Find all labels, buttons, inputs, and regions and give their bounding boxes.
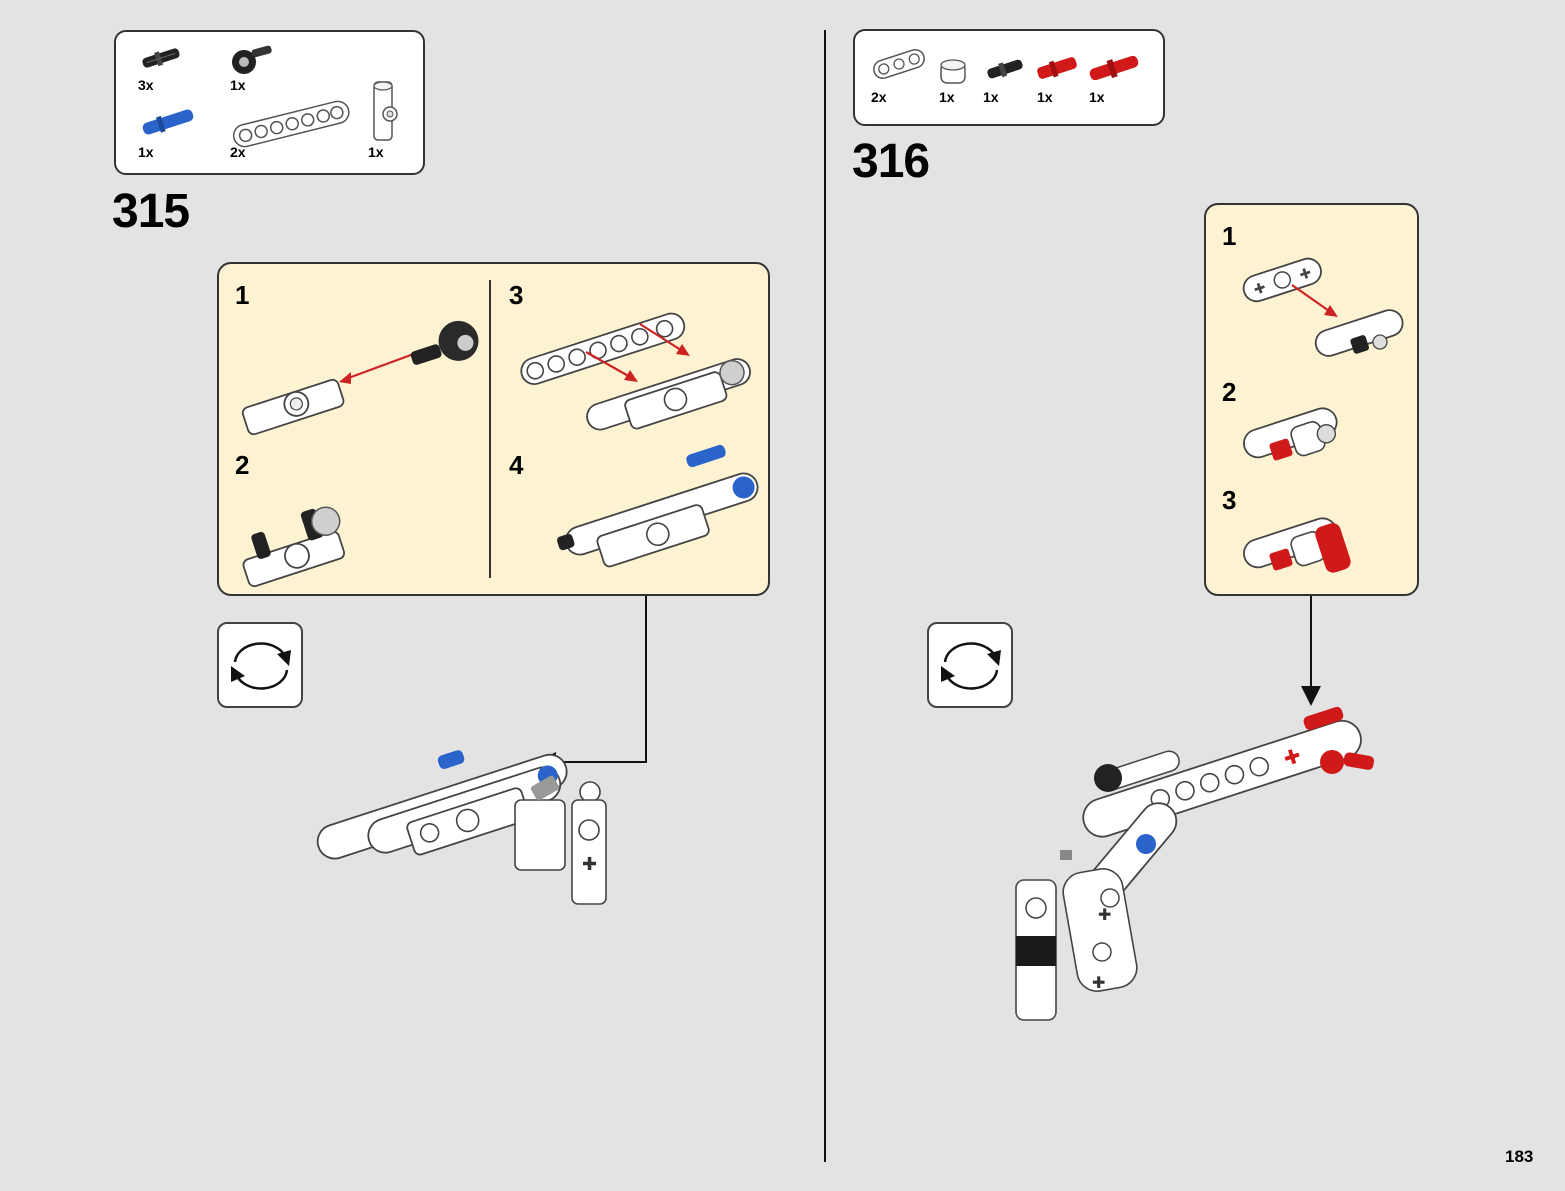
black-angle-connector-icon — [232, 45, 272, 74]
white-beam-3-icon — [873, 48, 925, 80]
substep-2-illustration — [1243, 407, 1338, 461]
part-qty: 1x — [138, 144, 154, 160]
substep-3-illustration — [520, 312, 751, 431]
substep-number: 4 — [509, 450, 524, 480]
part-qty: 1x — [368, 144, 384, 160]
step-number: 315 — [112, 185, 190, 238]
substep-number: 1 — [1222, 221, 1237, 251]
red-long-pin-icon — [1089, 55, 1139, 81]
panel-divider — [489, 280, 491, 578]
svg-text:✚: ✚ — [1281, 743, 1304, 771]
white-cross-block-icon — [373, 81, 398, 141]
blue-axle-pin-icon — [142, 109, 194, 135]
black-pin-icon — [142, 48, 180, 68]
svg-text:✚: ✚ — [1092, 973, 1105, 992]
white-bush-icon — [940, 59, 966, 84]
model-assembly-315: ✚ — [316, 750, 607, 905]
substep-number: 2 — [1222, 377, 1237, 407]
rotate-arrows-icon — [231, 642, 291, 690]
svg-text:✚: ✚ — [1252, 280, 1268, 299]
substep-number: 3 — [509, 280, 524, 310]
part-qty: 1x — [230, 77, 246, 93]
rotate-model-button[interactable] — [927, 622, 1013, 708]
step-number: 316 — [852, 135, 930, 188]
substep-panel-315: 1 2 3 4 — [217, 262, 770, 596]
white-beam-7-icon — [232, 100, 350, 148]
substep-1-illustration — [241, 320, 479, 436]
red-axle-pin-icon — [1037, 57, 1077, 79]
parts-list-315: 3x 1x 1x 2x 1x — [114, 30, 425, 175]
part-qty: 2x — [871, 89, 887, 105]
substep-2-illustration — [242, 506, 346, 588]
parts-list-316: 2x 1x 1x 1x 1x — [853, 29, 1165, 126]
part-qty: 1x — [983, 89, 999, 105]
page-number: 183 — [1505, 1147, 1534, 1166]
substep-1-illustration: ✚ ✚ — [1242, 257, 1404, 357]
substep-3-illustration — [1243, 517, 1351, 573]
svg-text:✚: ✚ — [582, 854, 597, 875]
substep-4-illustration — [557, 444, 759, 568]
part-qty: 1x — [1089, 89, 1105, 105]
model-assembly-316: ✚ ✚ ✚ — [1015, 706, 1375, 1021]
rotate-model-button[interactable] — [217, 622, 303, 708]
substep-number: 3 — [1222, 485, 1237, 515]
substep-number: 2 — [235, 450, 250, 480]
part-qty: 2x — [230, 144, 246, 160]
svg-text:✚: ✚ — [1298, 265, 1314, 284]
svg-text:✚: ✚ — [1098, 905, 1111, 924]
black-pin-icon — [987, 59, 1023, 79]
part-qty: 1x — [939, 89, 955, 105]
part-qty: 1x — [1037, 89, 1053, 105]
rotate-arrows-icon — [941, 642, 1001, 690]
substep-number: 1 — [235, 280, 250, 310]
part-qty: 3x — [138, 77, 154, 93]
substep-panel-316: 1 2 3 ✚ ✚ — [1204, 203, 1419, 596]
